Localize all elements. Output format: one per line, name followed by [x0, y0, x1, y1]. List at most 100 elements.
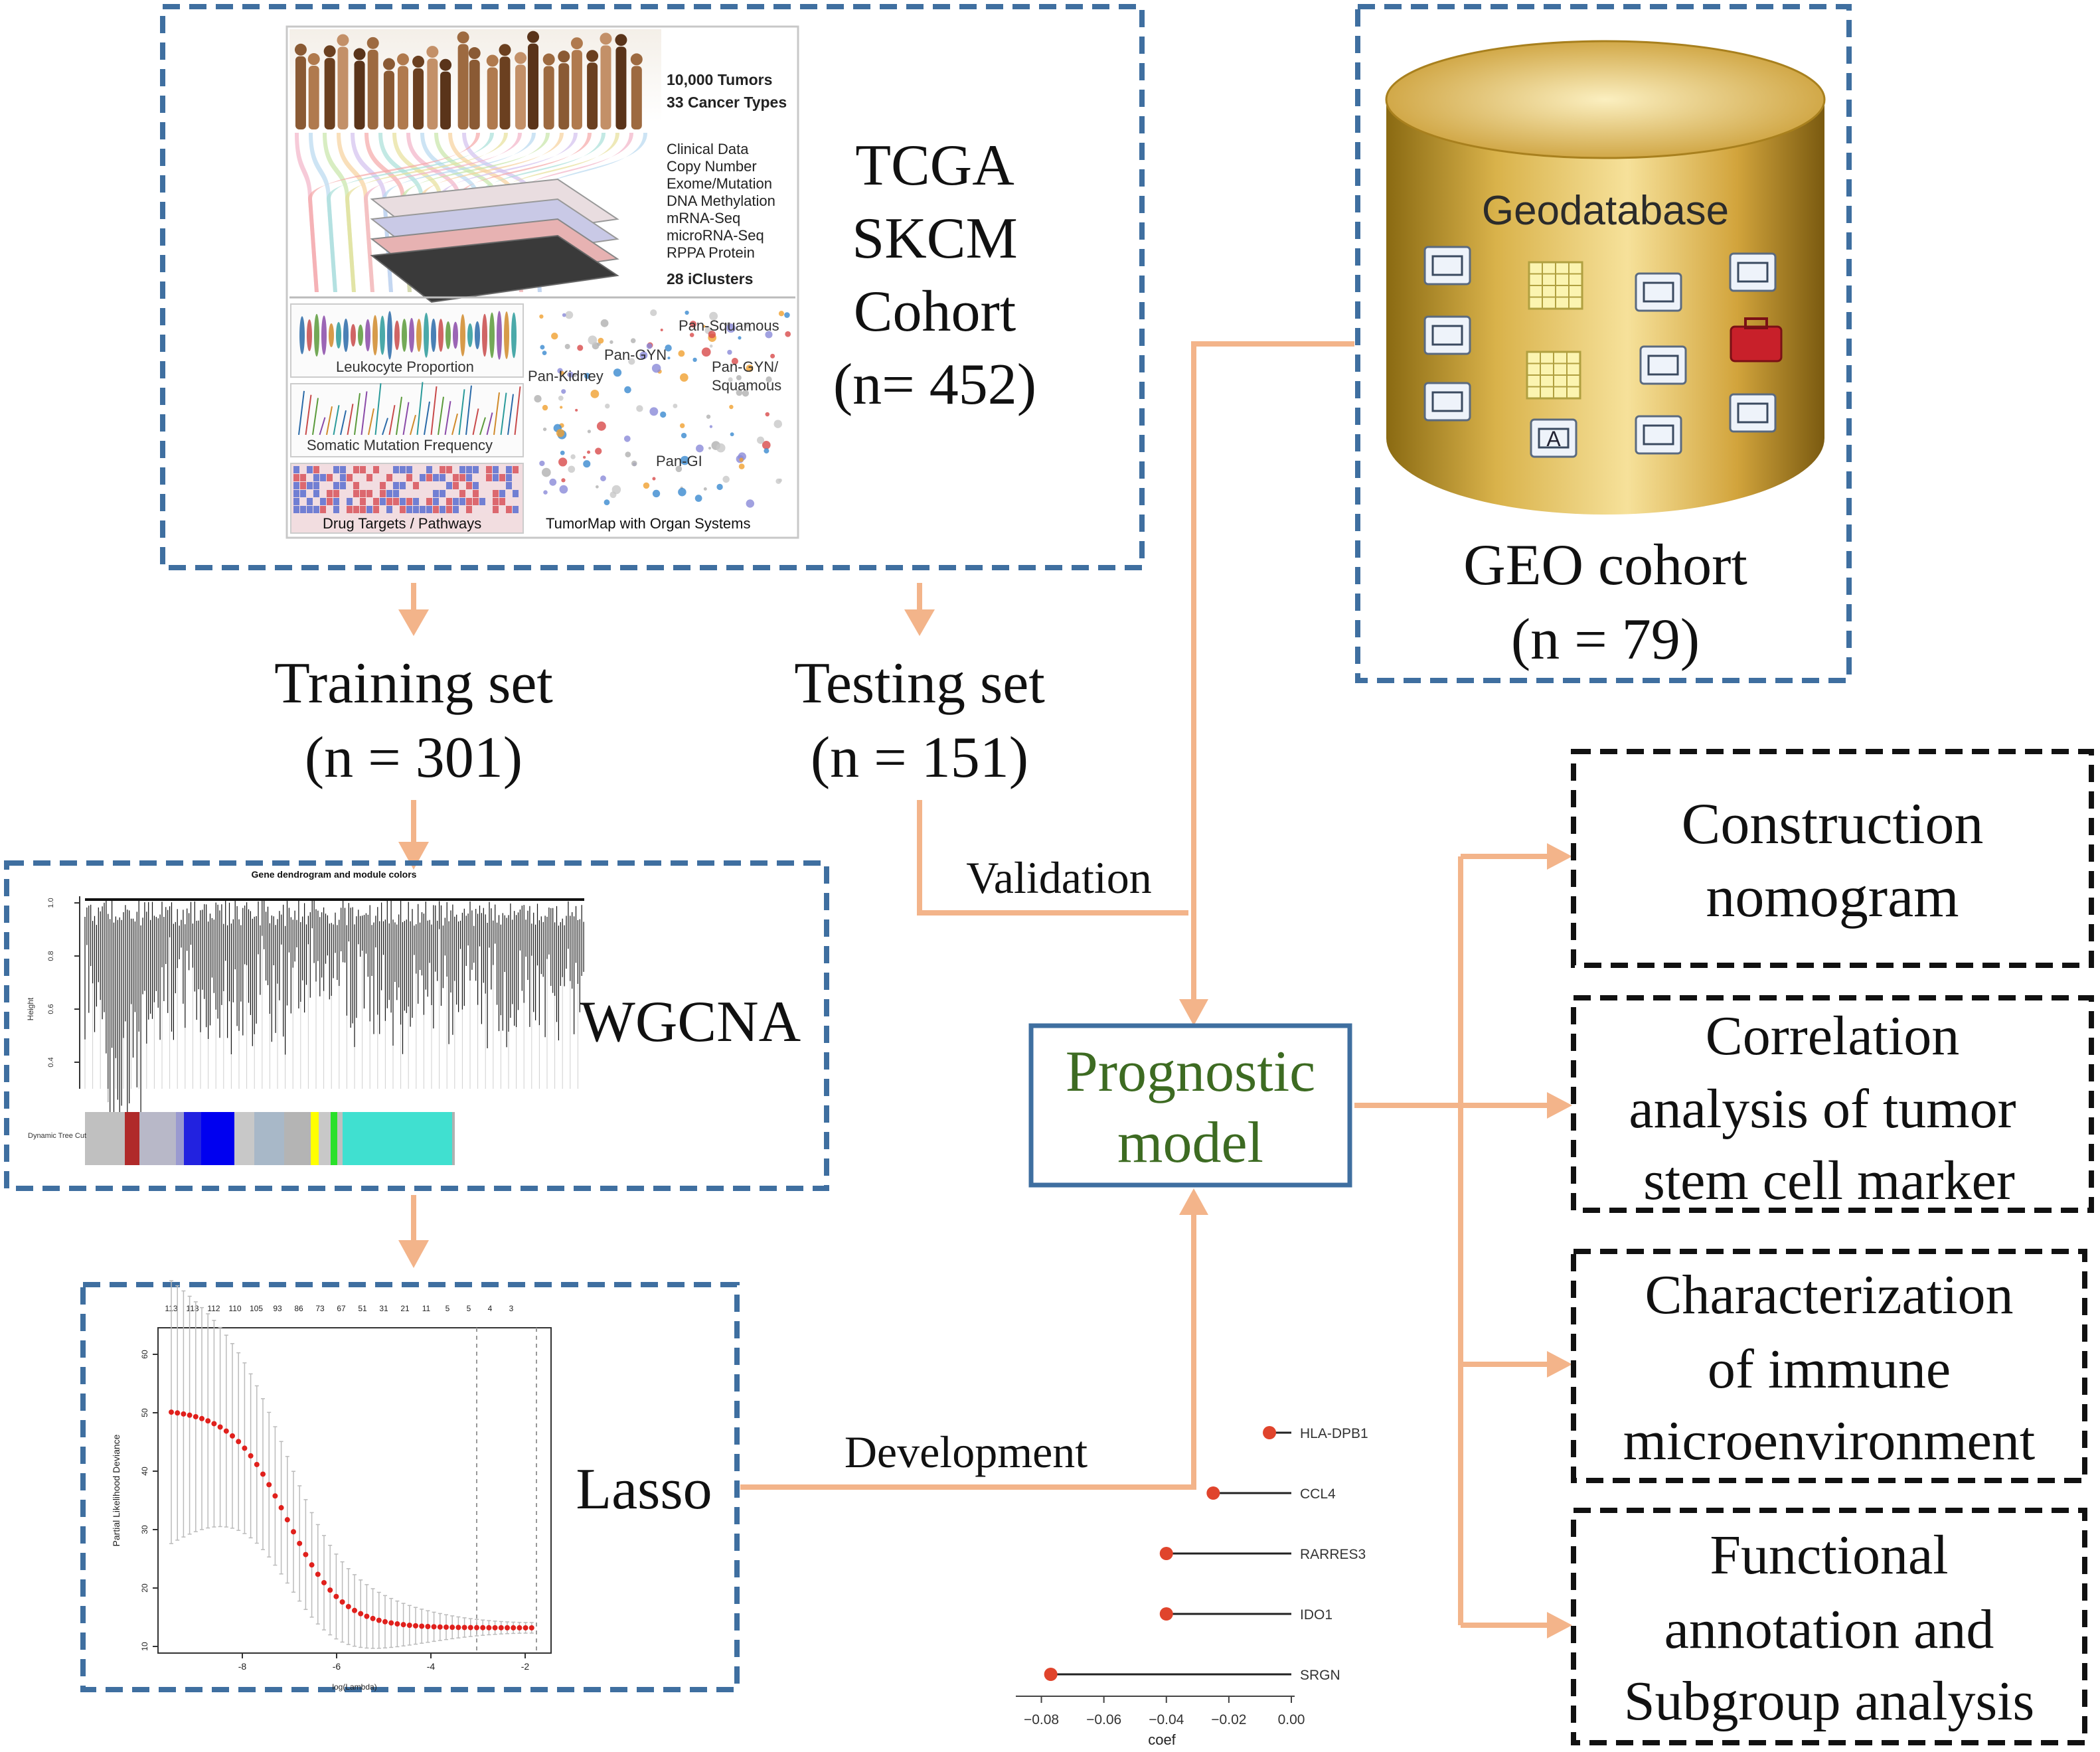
module-color-bar	[85, 1112, 455, 1165]
lasso-top-tick: 86	[294, 1304, 303, 1313]
coef-x-tick: −0.02	[1211, 1712, 1246, 1727]
development-label: Development	[845, 1427, 1088, 1477]
wgcna-y-tick: 0.4	[47, 1057, 55, 1067]
outcome-functional-line-1: Functional	[1710, 1524, 1948, 1586]
table-icon	[1635, 272, 1682, 312]
annotation-icon: A	[1530, 418, 1577, 458]
lasso-label: Lasso	[576, 1457, 712, 1522]
testing-set-label: Testing set (n = 151)	[794, 651, 1045, 790]
prognostic-model-label: Prognostic model	[1066, 1040, 1315, 1175]
outcome-box-nomogram	[1571, 749, 2094, 968]
training-set-line-2: (n = 301)	[305, 726, 523, 790]
lasso-top-tick: 11	[422, 1304, 431, 1313]
map-label-pan-gyn: Pan-GYN	[604, 347, 667, 363]
lasso-x-tick: -4	[427, 1661, 436, 1672]
outcome-functional-line-2: annotation and	[1664, 1599, 1994, 1660]
poster-data-type: microRNA-Seq	[667, 227, 764, 244]
outcome-nomogram-label: Construction nomogram	[1682, 792, 1984, 929]
map-label-pan-gi: Pan-GI	[656, 453, 702, 469]
lasso-top-tick: 21	[400, 1304, 410, 1313]
network-icon	[1729, 393, 1777, 433]
coef-x-tick: −0.06	[1086, 1712, 1121, 1727]
lasso-y-tick: 30	[140, 1525, 149, 1534]
coef-gene-label: IDO1	[1300, 1607, 1333, 1623]
lasso-top-tick: 4	[488, 1304, 493, 1313]
map-frame-icon	[1729, 252, 1777, 292]
arrowheads	[398, 609, 1572, 1638]
wgcna-color-bar-label: Dynamic Tree Cut	[28, 1132, 86, 1140]
wgcna-y-axis-label: Height	[26, 997, 35, 1020]
dimension-icon	[1423, 382, 1471, 422]
lasso-top-tick: 93	[273, 1304, 282, 1313]
coef-gene-label: SRGN	[1300, 1668, 1340, 1683]
coef-point	[1159, 1607, 1173, 1621]
lasso-top-tick: 113	[186, 1304, 199, 1313]
leukocyte-violins	[299, 311, 517, 360]
outcome-immune-line-2: of immune	[1708, 1338, 1951, 1400]
training-set-line-1: Training set	[274, 651, 553, 716]
training-set-label: Training set (n = 301)	[274, 651, 553, 790]
lasso-top-tick: 73	[315, 1304, 325, 1313]
lasso-y-tick: 40	[140, 1467, 149, 1476]
geo-label-line-2: (n = 79)	[1511, 607, 1700, 672]
testing-set-line-2: (n = 151)	[811, 726, 1028, 790]
lasso-top-tick: 3	[509, 1304, 514, 1313]
poster-data-type: DNA Methylation	[667, 193, 775, 209]
outcome-nomogram-line-2: nomogram	[1706, 865, 1959, 929]
coef-x-tick: −0.08	[1024, 1712, 1059, 1727]
grid-icon	[1526, 351, 1581, 400]
wgcna-plot-title: Gene dendrogram and module colors	[252, 869, 417, 880]
coef-point	[1159, 1547, 1173, 1560]
wgcna-y-tick: 0.6	[47, 1004, 55, 1014]
coef-x-axis-label: coef	[1148, 1731, 1176, 1748]
lasso-dashed-box	[80, 1282, 740, 1692]
tumor-map-points	[534, 309, 791, 508]
tcga-label: TCGA SKCM Cohort (n= 452)	[833, 133, 1036, 417]
lasso-y-tick: 50	[140, 1408, 149, 1417]
outcome-stem-cell-line-1: Correlation	[1706, 1005, 1960, 1067]
wgcna-y-ticks: 1.00.80.60.4	[47, 898, 80, 1068]
wgcna-dendrogram-plot: Gene dendrogram and module colors 1.00.8…	[26, 869, 584, 1165]
lasso-top-tick: 112	[207, 1304, 220, 1313]
tcga-label-line-2: SKCM	[852, 206, 1017, 271]
lasso-top-tick: 110	[228, 1304, 241, 1313]
prognostic-model-line-2: model	[1117, 1111, 1263, 1175]
outcome-stem-cell-label: Correlation analysis of tumor stem cell …	[1629, 1005, 2016, 1212]
connectors	[411, 341, 1557, 1628]
lasso-top-tick: 105	[250, 1304, 263, 1313]
outcome-functional-label: Functional annotation and Subgroup analy…	[1624, 1524, 2034, 1732]
coef-point	[1044, 1668, 1058, 1681]
mutation-frequency-strokes	[298, 382, 521, 436]
scatter-icon	[1423, 246, 1471, 285]
coef-gene-label: RARRES3	[1300, 1547, 1366, 1562]
geo-dashed-box	[1355, 4, 1852, 683]
poster-data-type: Clinical Data	[667, 141, 749, 157]
map-label-pan-gyn-squamous-2: Squamous	[712, 377, 781, 394]
poster-leukocyte-label: Leukocyte Proportion	[336, 358, 474, 375]
map-label-pan-kidney: Pan-Kidney	[528, 368, 604, 384]
outcome-functional-line-3: Subgroup analysis	[1624, 1670, 2034, 1732]
poster-header-2: 33 Cancer Types	[667, 94, 787, 111]
map-label-pan-gyn-squamous-1: Pan-GYN/	[712, 358, 779, 375]
data-layers	[370, 178, 619, 303]
lasso-x-tick: -6	[333, 1661, 341, 1672]
relationship-icon	[1423, 315, 1471, 355]
lasso-top-tick: 51	[358, 1304, 367, 1313]
tcga-label-line-4: (n= 452)	[833, 353, 1036, 417]
lasso-y-tick: 60	[140, 1350, 149, 1359]
outcome-stem-cell-line-2: analysis of tumor	[1629, 1078, 2016, 1140]
outcome-box-functional	[1571, 1508, 2087, 1745]
outcome-immune-label: Characterization of immune microenvironm…	[1623, 1264, 2035, 1472]
tcga-poster: 10,000 Tumors 33 Cancer Types Clinical D…	[285, 25, 799, 539]
poster-mutation-label: Somatic Mutation Frequency	[307, 437, 493, 453]
coef-point	[1206, 1486, 1220, 1500]
testing-set-line-1: Testing set	[794, 651, 1045, 716]
poster-data-type: RPPA Protein	[667, 244, 755, 261]
wgcna-y-tick: 0.8	[47, 951, 55, 961]
outcome-stem-cell-line-3: stem cell marker	[1643, 1150, 2015, 1212]
